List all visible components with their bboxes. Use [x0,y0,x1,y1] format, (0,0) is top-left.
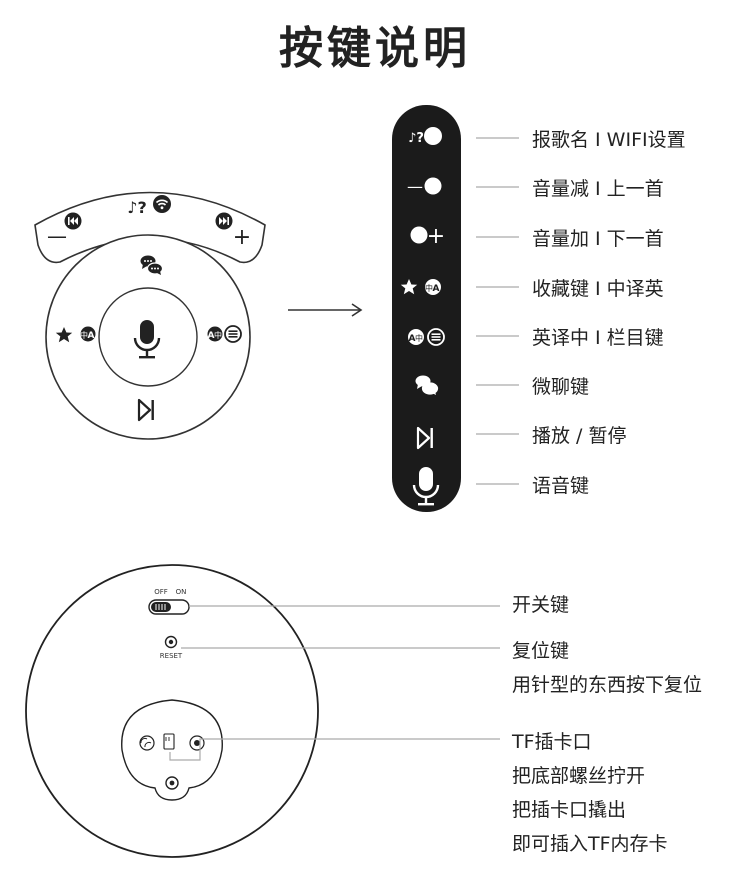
tf-card-icon [163,733,175,750]
controller-top-bar [34,191,266,264]
label-tf-4: 即可插入TF内存卡 [512,833,668,855]
svg-text:中: 中 [80,330,88,340]
a-zh-badge [207,326,223,342]
prev-icon [64,212,82,230]
svg-text:A: A [88,331,95,341]
svg-text:中: 中 [214,330,222,340]
power-switch-knob [151,602,171,612]
label-play-pause: 播放 / 暂停 [532,425,627,447]
label-tf-2: 把底部螺丝拧开 [512,765,646,787]
tf-cover [121,699,223,801]
label-chat: 微聊键 [532,376,590,398]
label-tf-1: TF插卡口 [512,731,592,753]
label-reset-2: 用针型的东西按下复位 [512,674,703,696]
strip-prev-icon [424,177,442,195]
strip-leader-lines [476,137,519,485]
arrow-right [288,303,363,317]
svg-text:中: 中 [425,283,433,293]
svg-text:—: — [407,177,423,196]
note-question-glyph: ♪? [127,198,147,217]
next-icon [215,212,233,230]
label-song-wifi: 报歌名 I WIFI设置 [532,129,686,151]
strip-next-icon [410,226,428,244]
lock-rotate-icon [189,735,205,751]
svg-text:中: 中 [415,333,423,343]
svg-text:A: A [409,334,416,344]
svg-text:♪?: ♪? [408,131,424,146]
label-power: 开关键 [512,594,570,616]
minus-glyph: — [47,224,67,248]
unlock-rotate-icon [139,735,155,751]
label-en-zh-menu: 英译中 I 栏目键 [532,327,664,349]
wifi-icon [152,194,172,214]
svg-text:ON: ON [176,588,187,596]
label-vol-up-next: 音量加 I 下一首 [532,228,664,250]
label-tf-3: 把插卡口撬出 [512,799,627,821]
button-strip [392,105,461,512]
svg-text:A: A [208,331,215,341]
zh-a-badge [80,326,96,342]
bottom-leader-lines [169,605,500,761]
svg-text:A: A [433,284,440,294]
label-fav-zh-en: 收藏键 I 中译英 [532,278,664,300]
plus-glyph: + [233,225,251,250]
label-voice: 语音键 [532,475,590,497]
svg-text:RESET: RESET [160,652,183,660]
strip-wifi-icon [423,126,443,146]
label-reset-1: 复位键 [512,640,570,662]
svg-text:+: + [427,224,445,249]
svg-text:OFF: OFF [154,588,168,596]
tf-cover-icons [139,733,205,751]
page-title: 按键说明 [279,23,471,74]
label-vol-down-prev: 音量减 I 上一首 [532,178,664,200]
